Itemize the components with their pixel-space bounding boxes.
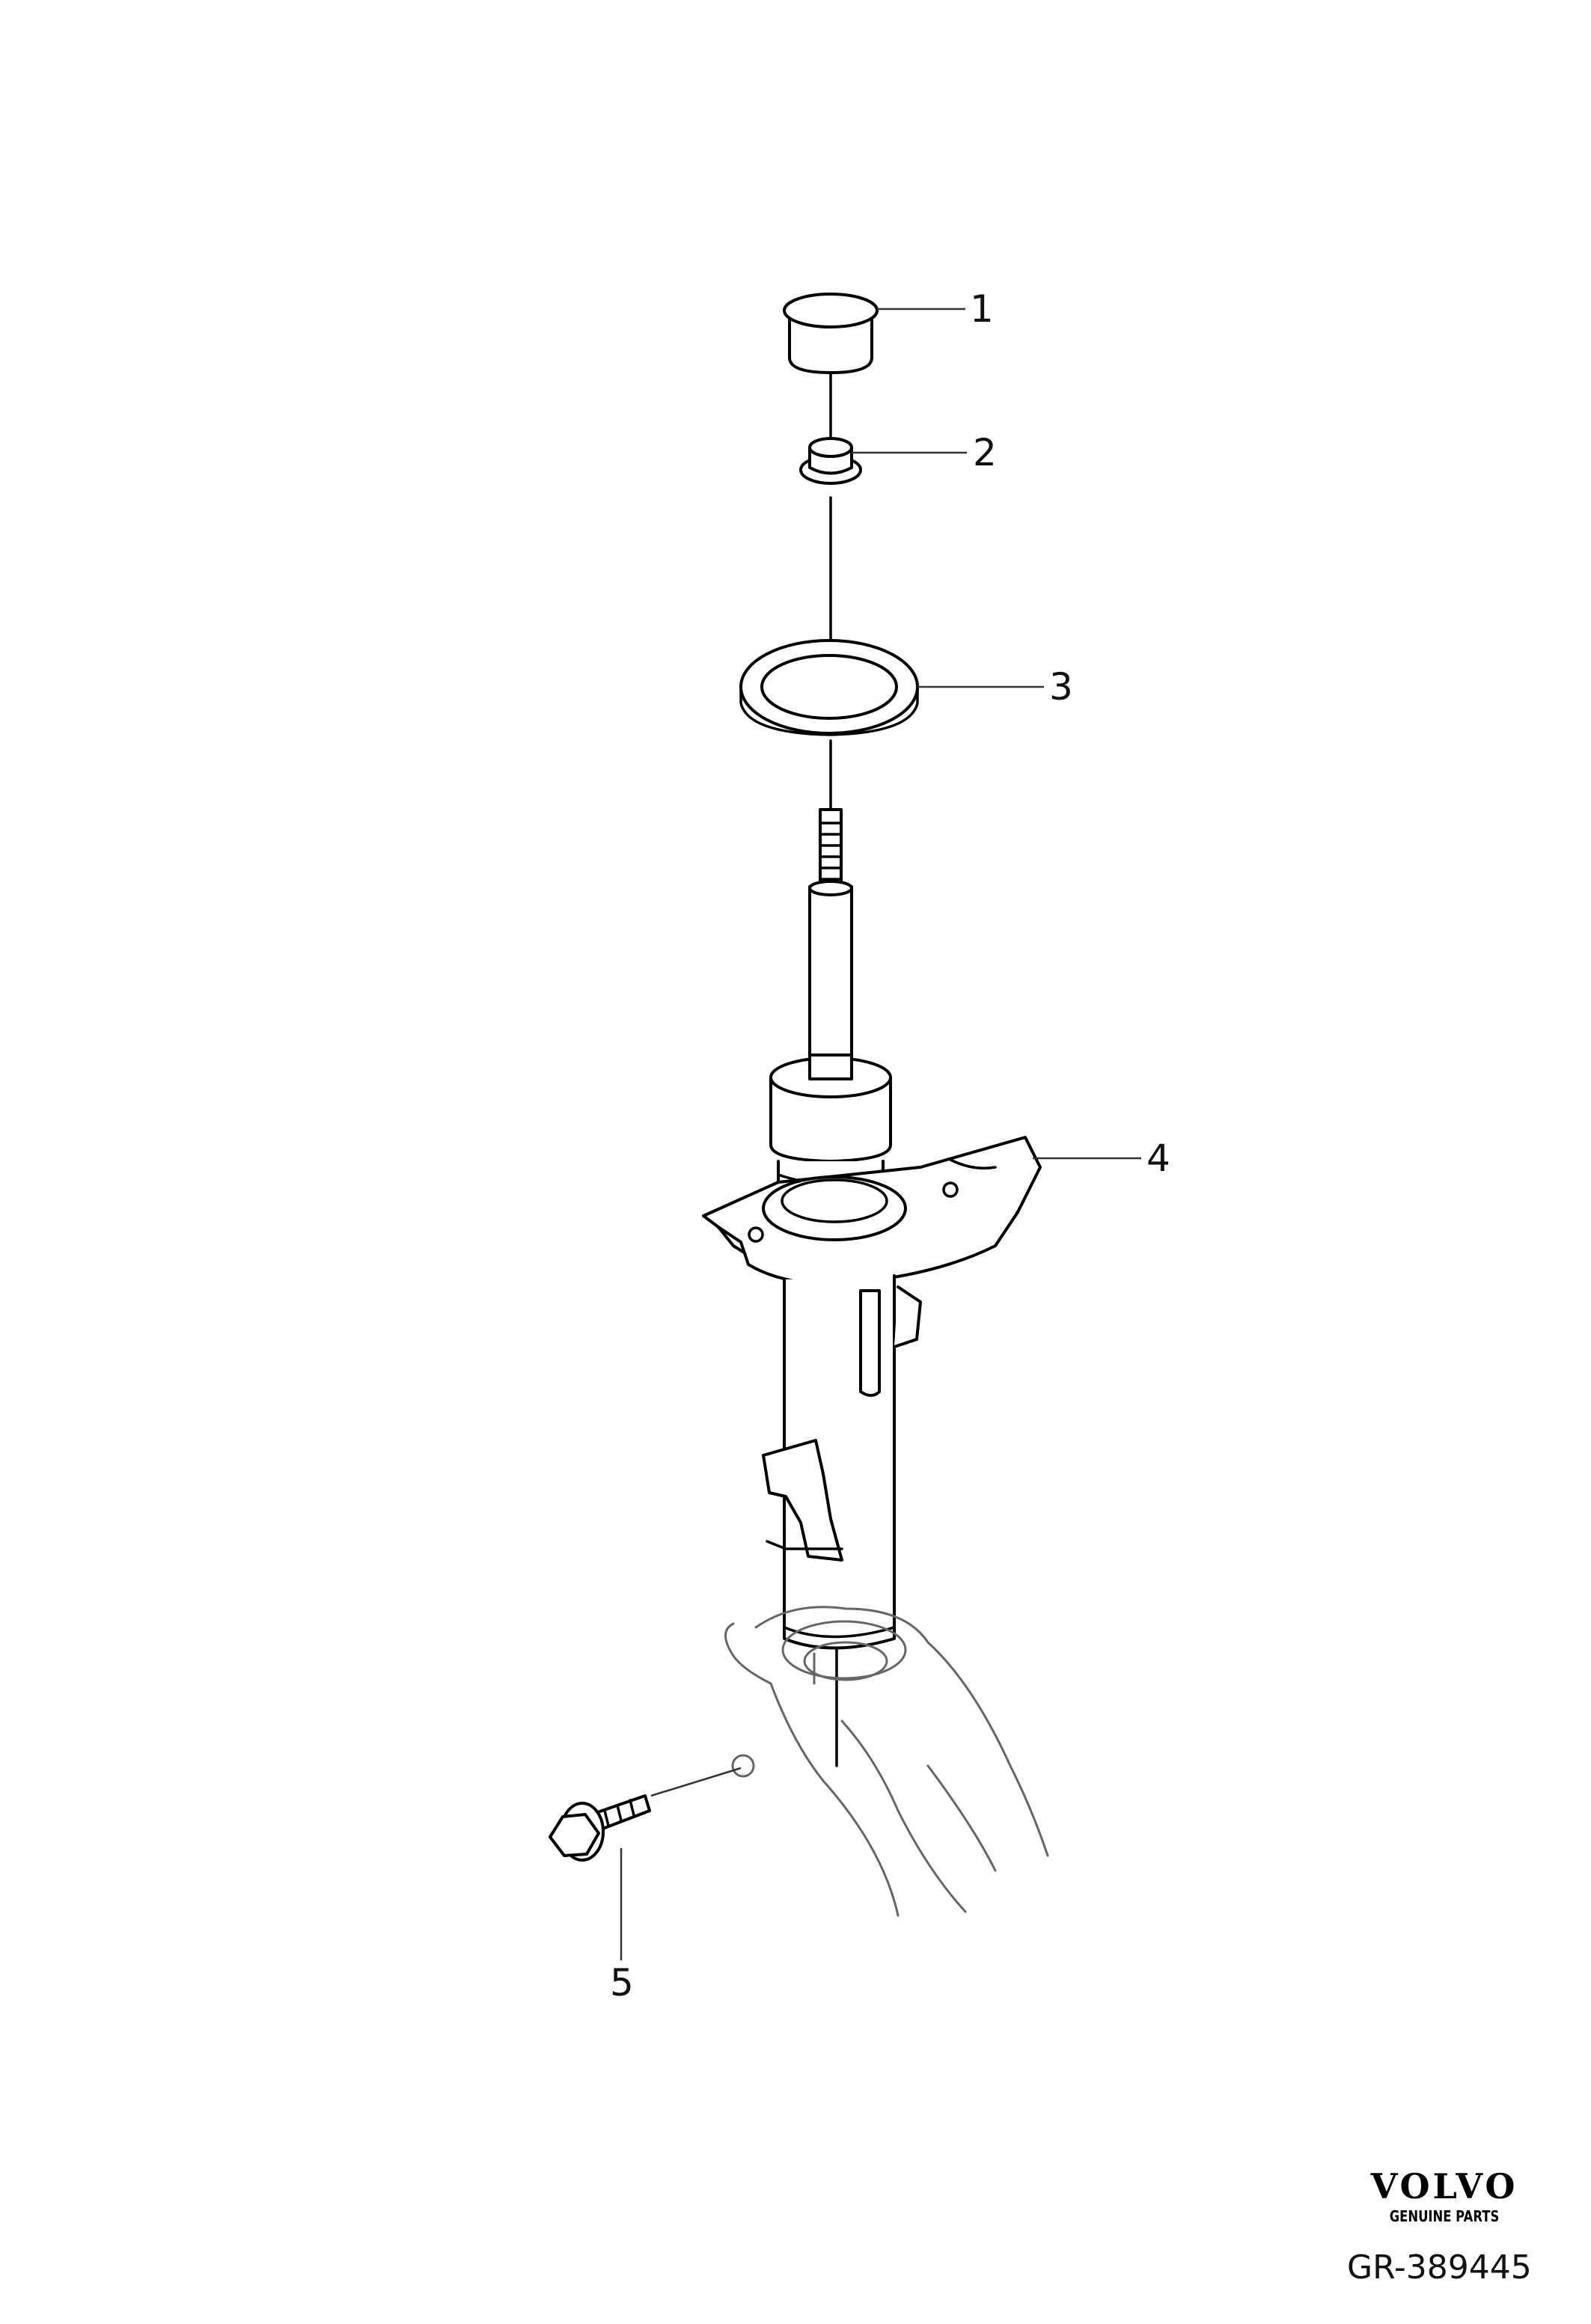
part-1-cap xyxy=(783,293,965,374)
callout-1: 1 xyxy=(970,287,994,331)
callout-5: 5 xyxy=(610,1961,634,2005)
callout-4: 4 xyxy=(1146,1137,1170,1180)
part-4-strut xyxy=(702,808,1141,1650)
callout-3: 3 xyxy=(1049,665,1073,709)
control-arm-outline xyxy=(724,1606,1049,1917)
diagram-reference: GR-389445 xyxy=(1347,2248,1532,2287)
part-2-nut xyxy=(799,437,967,485)
part-5-bolt xyxy=(549,1767,742,1960)
part-3-ring xyxy=(739,639,1044,736)
genuine-parts-label: GENUINE PARTS xyxy=(1389,2207,1500,2225)
volvo-logo: VOLVO xyxy=(1370,2166,1518,2207)
callout-2: 2 xyxy=(973,431,997,474)
